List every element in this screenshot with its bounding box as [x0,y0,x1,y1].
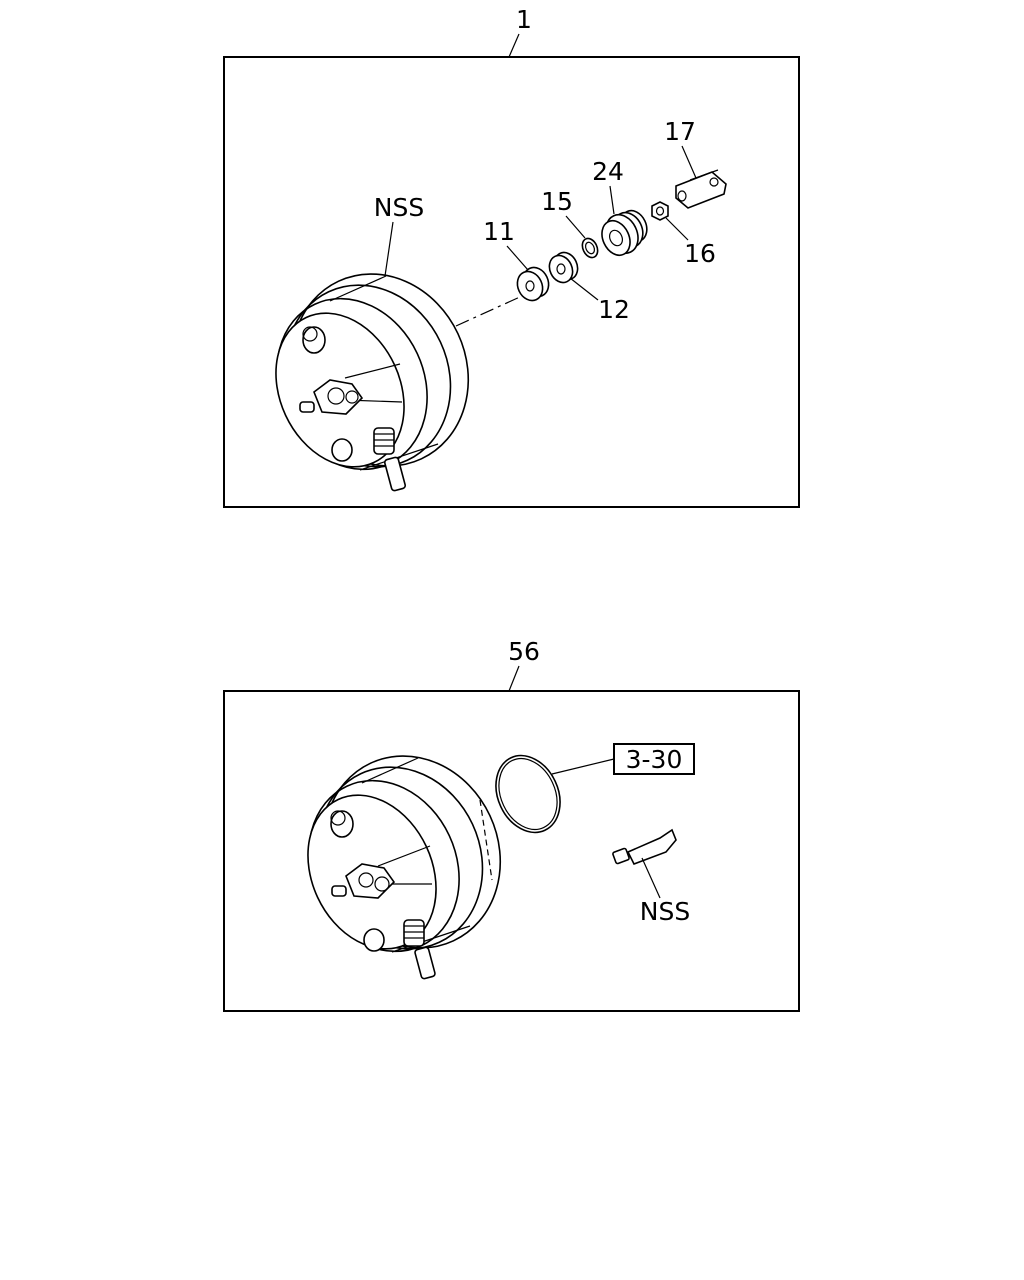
booster-flange [313,379,364,415]
leader-17 [681,145,697,179]
booster-body [275,273,470,471]
ref-number-56: 56 [508,637,540,666]
callout-nss-grease: NSS [640,897,690,926]
leader-3-30 [551,758,615,775]
callout-nss-booster: NSS [374,193,424,222]
part-17-clevis [675,169,727,209]
leader-15 [565,215,586,239]
panel-booster-repair-kit: 56 [223,637,800,1012]
callout-16: 16 [684,239,716,268]
part-15-ring [581,237,599,259]
grease-tube [612,828,677,866]
part-12-washer [548,251,579,284]
push-rod-axis [455,295,523,327]
booster-fitting-top-kit [330,810,354,838]
part-11-grommet [516,266,550,302]
callout-15: 15 [541,187,573,216]
callout-12: 12 [598,295,630,324]
ref-leader-1 [508,33,520,58]
booster-stud-kit [331,885,347,897]
booster-stud [299,401,315,413]
callout-24: 24 [592,157,624,186]
part-24-boot [601,209,648,257]
leader-nss-grease [641,857,661,899]
callout-11: 11 [483,217,515,246]
o-ring-seal [495,754,561,834]
panel-brake-booster-assembly: 1 [223,5,800,508]
vacuum-check-valve [373,427,407,492]
booster-fitting-bottom-kit [363,928,385,952]
leader-11 [506,245,529,271]
leader-16 [665,217,689,241]
leader-nss-booster [384,221,394,277]
callout-3-30: 3-30 [626,745,683,774]
panel-frame-56 [223,690,800,1012]
vacuum-check-valve-kit [403,919,436,980]
leader-12 [569,277,599,301]
leader-24 [609,185,615,215]
ref-number-1: 1 [516,5,532,34]
callout-17: 17 [664,117,696,146]
ref-leader-56 [508,665,520,692]
panel-frame-1 [223,56,800,508]
booster-flange-kit [345,863,396,899]
booster-fitting-bottom [331,438,353,462]
part-16-nut [651,201,669,221]
booster-fitting-top [302,326,326,354]
